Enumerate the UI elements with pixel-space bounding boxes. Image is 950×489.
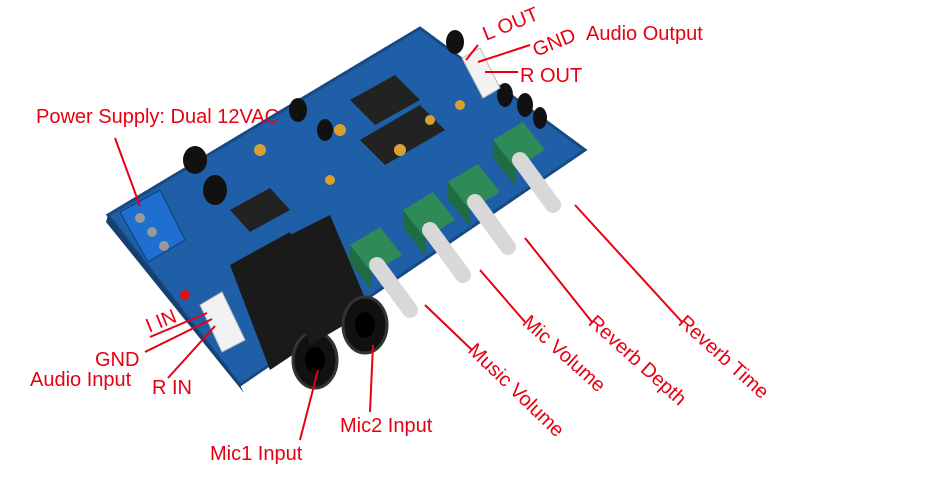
label-audio-output: Audio Output — [586, 23, 703, 45]
mic2-jack — [270, 215, 389, 355]
ic-chip — [350, 75, 420, 125]
label-r-in: R IN — [152, 377, 192, 399]
pot-music-volume — [350, 227, 418, 318]
ic-chip — [360, 105, 445, 165]
pot-reverb-time — [493, 122, 561, 213]
label-gnd-in: GND — [95, 349, 140, 371]
pot-shaft — [369, 257, 418, 318]
pot-shaft — [512, 152, 561, 213]
pot-shaft — [467, 194, 516, 255]
label-power-supply: Power Supply: Dual 12VAC — [36, 106, 280, 128]
input-connector — [199, 291, 246, 353]
label-r-out: R OUT — [520, 65, 583, 87]
label-mic2-input: Mic2 Input — [340, 415, 433, 437]
label-audio-input: Audio Input — [30, 369, 132, 391]
power-terminal — [119, 189, 186, 263]
pot-reverb-depth — [448, 164, 516, 255]
pot-shaft — [422, 222, 471, 283]
pot-mic-volume — [403, 192, 471, 283]
ic-chip — [230, 188, 290, 232]
label-mic1-input: Mic1 Input — [210, 443, 303, 465]
